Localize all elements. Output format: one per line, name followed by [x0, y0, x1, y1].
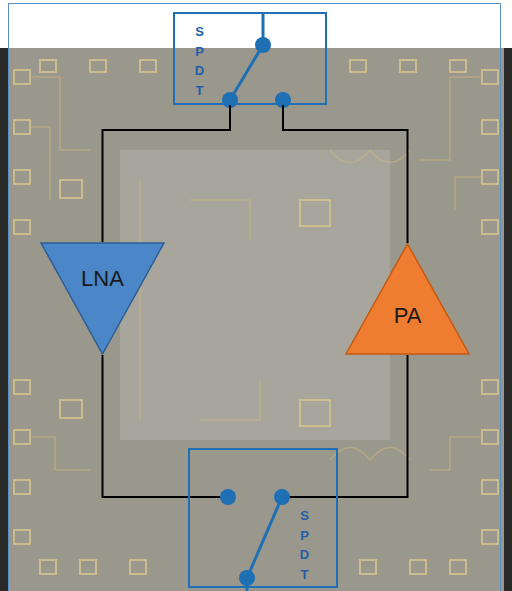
signal-wire: [338, 355, 408, 497]
signal-wire: [283, 105, 408, 243]
die-surface: [8, 48, 504, 591]
amplifier-outline: [41, 243, 164, 354]
lna-triangle: LNA: [40, 242, 165, 355]
spdt-switch-top: [222, 12, 291, 108]
die-center: [120, 150, 390, 440]
pa-triangle: PA: [345, 243, 470, 355]
amplifier-label: PA: [345, 303, 470, 329]
spdt-switch-bottom: [188, 489, 338, 591]
switch-label: SPDT: [193, 22, 206, 100]
spdt-switch-box: SPDT: [173, 12, 327, 105]
signal-wire: [103, 355, 189, 497]
amplifier-outline: [346, 244, 469, 354]
spdt-switch-box: SPDT: [188, 448, 338, 588]
amplifier-symbol: [345, 243, 470, 355]
amplifier-symbol: [40, 242, 165, 355]
die-traces: [30, 77, 482, 470]
switch-label: SPDT: [298, 506, 311, 584]
overlay-frame: [9, 4, 501, 591]
die-pads: [14, 60, 498, 574]
signal-wire: [103, 105, 231, 242]
die-edge: [0, 48, 512, 591]
amplifier-label: LNA: [40, 266, 165, 292]
